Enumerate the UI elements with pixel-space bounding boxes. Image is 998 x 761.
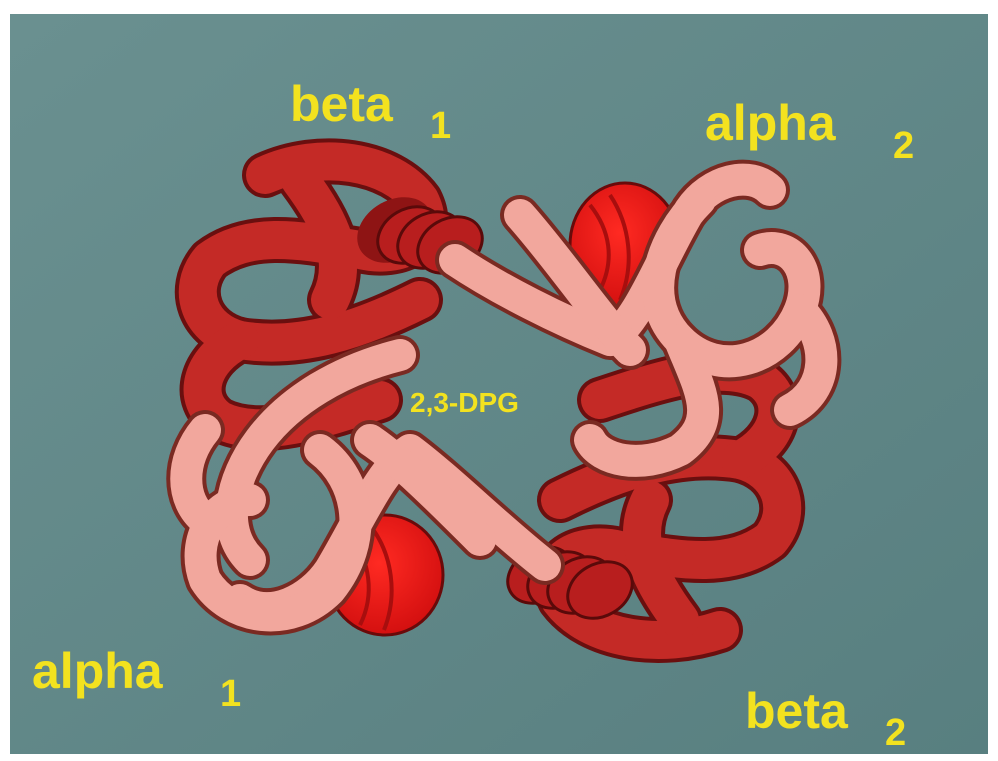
label-beta2-subscript: 2 (885, 712, 906, 754)
label-beta1-name: beta (290, 76, 394, 132)
label-alpha2-name: alpha (705, 95, 837, 151)
label-center-dpg: 2,3-DPG (410, 387, 519, 418)
label-alpha2-subscript: 2 (893, 125, 914, 167)
label-alpha1-name: alpha (32, 643, 164, 699)
label-center: 2,3-DPG (410, 387, 519, 418)
label-beta2-name: beta (745, 683, 849, 739)
label-beta1-subscript: 1 (430, 105, 451, 147)
label-alpha1-subscript: 1 (220, 673, 241, 715)
